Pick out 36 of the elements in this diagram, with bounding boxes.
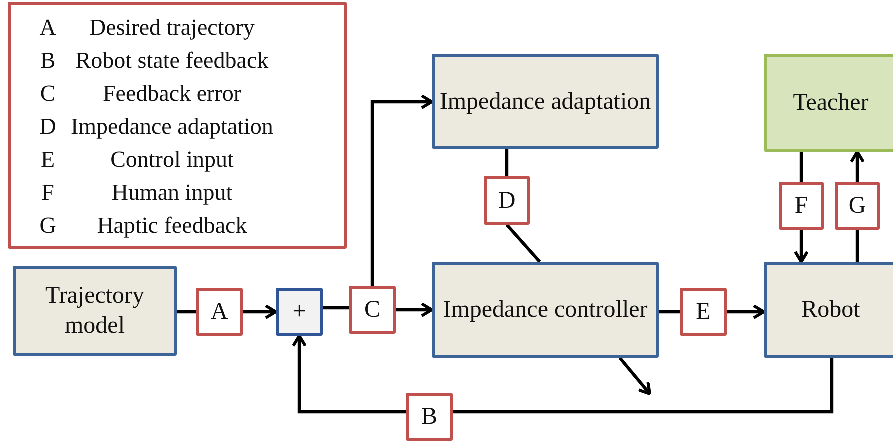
process-box: Impedance controller (432, 262, 659, 358)
arrow (370, 94, 434, 286)
arrow (727, 304, 766, 320)
signal-box: G (835, 182, 880, 230)
arrow (396, 302, 434, 318)
legend-description: Desired trajectory (88, 14, 256, 42)
legend-description: Control input (110, 146, 235, 174)
arrow (618, 356, 652, 396)
process-box: Robot (764, 262, 893, 358)
process-box: Trajectory model (13, 266, 177, 356)
process-box: Impedance adaptation (432, 54, 659, 149)
legend-description: Feedback error (102, 80, 242, 108)
arrow (243, 304, 278, 320)
legend-letter: B (39, 47, 57, 75)
signal-box: B (406, 393, 453, 441)
legend-description: Robot state feedback (74, 47, 270, 75)
arrow (850, 150, 865, 182)
legend-letter: F (40, 179, 56, 207)
legend-letter: E (40, 146, 56, 174)
arrow (292, 334, 406, 414)
legend-description: Haptic feedback (96, 212, 248, 240)
legend-letter: C (39, 80, 57, 108)
process-box: Teacher (764, 54, 893, 152)
signal-box: E (680, 288, 727, 336)
signal-box: C (349, 286, 396, 334)
signal-box: A (196, 288, 243, 336)
signal-box: F (779, 182, 824, 230)
summing-junction: + (276, 288, 323, 336)
legend-letter: A (38, 14, 58, 42)
signal-box: D (484, 176, 530, 225)
legend-description: Human input (110, 179, 234, 207)
arrow (794, 230, 809, 264)
legend-description: Impedance adaptation (71, 113, 274, 141)
legend-box (8, 2, 347, 249)
legend-letter: G (38, 212, 58, 240)
legend-letter: D (38, 113, 58, 141)
